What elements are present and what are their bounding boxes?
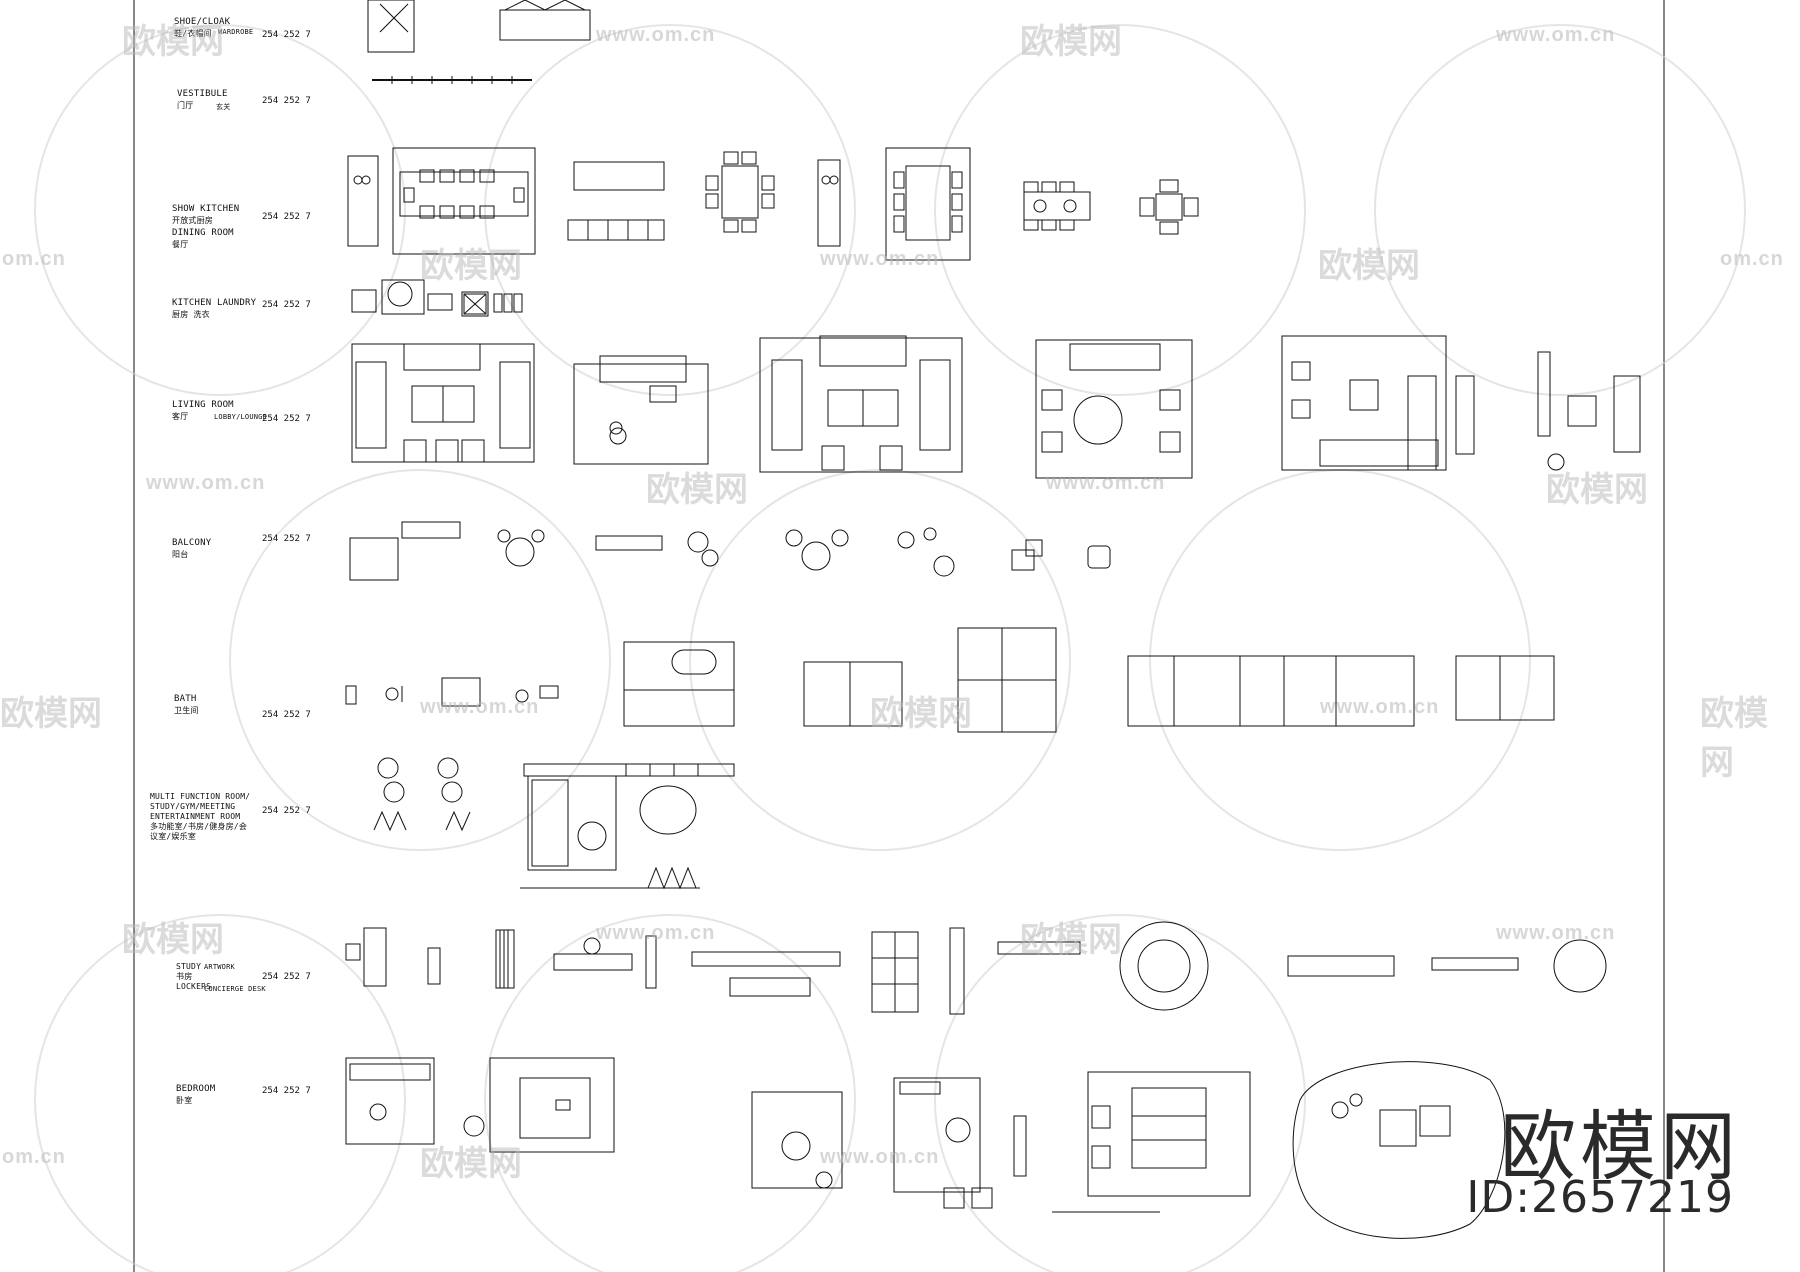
label-show-kitchen-en: SHOW KITCHEN	[172, 204, 240, 214]
code-vestibule: 254 252 7	[262, 96, 311, 106]
watermark-url: www.om.cn	[1496, 24, 1616, 46]
label-vestibule-zh: 门厅	[177, 101, 194, 110]
code-shoe-cloak: 254 252 7	[262, 30, 311, 40]
watermark-url: www.om.cn	[1320, 696, 1440, 718]
label-shoe-cloak-zh: 鞋/衣帽间	[174, 29, 212, 38]
watermark-url: www.om.cn	[596, 24, 716, 46]
label-bath: BATH 卫生间	[174, 694, 199, 716]
label-multi-function-zh: 多功能室/书房/健身房/会议室/娱乐室	[150, 822, 248, 841]
label-multi-function-line2: STUDY/GYM/MEETING	[150, 802, 236, 811]
label-kitchen-dining: SHOW KITCHEN 开放式厨房 DINING ROOM 餐厅	[172, 204, 239, 250]
code-multi-function: 254 252 7	[262, 806, 311, 816]
label-balcony: BALCONY 阳台	[172, 538, 211, 560]
watermark-brand: 欧模网	[122, 22, 224, 62]
label-balcony-en: BALCONY	[172, 538, 212, 548]
watermark-brand: 欧模网	[122, 920, 224, 960]
watermark-url: om.cn	[2, 1146, 66, 1168]
watermark-url: www.om.cn	[820, 1146, 940, 1168]
watermark-brand: 欧模网	[0, 694, 102, 734]
label-shoe-cloak-en: SHOE/CLOAK	[174, 17, 231, 27]
watermark-url: om.cn	[1720, 248, 1784, 270]
watermark-url: www.om.cn	[820, 248, 940, 270]
code-study: 254 252 7	[262, 972, 311, 982]
label-show-kitchen-zh: 开放式厨房	[172, 216, 213, 225]
label-kitchen-laundry-en: KITCHEN LAUNDRY	[172, 298, 257, 308]
watermark-brand: 欧模网	[1546, 470, 1648, 510]
label-dining-zh: 餐厅	[172, 240, 189, 249]
label-living-room-zh: 客厅	[172, 412, 189, 421]
kitchen-dining-block	[347, 147, 1199, 261]
watermark-url: www.om.cn	[1046, 472, 1166, 494]
study-block	[345, 921, 1607, 1015]
label-bedroom-en: BEDROOM	[176, 1084, 216, 1094]
label-vestibule-en: VESTIBULE	[177, 89, 228, 99]
watermark-brand: 欧模网	[646, 470, 748, 510]
shoe-cloak-block	[367, 0, 591, 53]
label-concierge-desk: CONCIERGE DESK	[204, 985, 266, 993]
watermark-url: om.cn	[2, 248, 66, 270]
label-lockers: LOCKERS	[176, 982, 212, 991]
watermark-brand: 欧模网	[420, 246, 522, 286]
watermark-brand: 欧模网	[1318, 246, 1420, 286]
watermark-brand: 欧模网	[1700, 694, 1768, 783]
label-kitchen-laundry: KITCHEN LAUNDRY 厨房 洗衣	[172, 298, 256, 320]
bath-block	[345, 627, 1555, 733]
label-vestibule-extra: 玄关	[216, 103, 231, 111]
label-dining-en: DINING ROOM	[172, 228, 234, 238]
watermark-brand: 欧模网	[870, 694, 972, 734]
kitchen-laundry-block	[351, 279, 523, 317]
label-artwork: ARTWORK	[204, 963, 235, 971]
code-balcony: 254 252 7	[262, 534, 311, 544]
code-kitchen-dining: 254 252 7	[262, 212, 311, 222]
watermark-url: www.om.cn	[1496, 922, 1616, 944]
watermark-url: www.om.cn	[146, 472, 266, 494]
balcony-block	[349, 521, 1111, 581]
watermark-url: www.om.cn	[420, 696, 540, 718]
multi-function-block	[373, 757, 735, 890]
watermark-brand: 欧模网	[1020, 920, 1122, 960]
watermark-url: www.om.cn	[596, 922, 716, 944]
label-shoe-cloak-extra: WARDROBE	[218, 28, 254, 36]
watermark-brand: 欧模网	[1020, 22, 1122, 62]
code-bedroom: 254 252 7	[262, 1086, 311, 1096]
label-lobby-lounge: LOBBY/LOUNGE	[214, 413, 267, 421]
vestibule-block	[372, 76, 532, 84]
code-bath: 254 252 7	[262, 710, 311, 720]
label-bath-en: BATH	[174, 694, 197, 704]
brand-logo: 欧模网	[1500, 1102, 1740, 1191]
watermark-circles	[34, 24, 1746, 1272]
label-bedroom: BEDROOM 卧室	[176, 1084, 215, 1106]
label-multi-function: MULTI FUNCTION ROOM/ STUDY/GYM/MEETING E…	[150, 792, 250, 842]
label-multi-function-line1: MULTI FUNCTION ROOM/	[150, 792, 251, 801]
label-multi-function-line3: ENTERTAINMENT ROOM	[150, 812, 241, 821]
model-id: ID:2657219	[1466, 1172, 1734, 1223]
label-study-en: STUDY	[176, 962, 202, 971]
label-vestibule: VESTIBULE 门厅	[177, 89, 228, 111]
label-living-room: LIVING ROOM 客厅	[172, 400, 234, 422]
watermark-brand: 欧模网	[420, 1144, 522, 1184]
label-study: STUDY 书房 LOCKERS	[176, 962, 211, 992]
label-living-room-en: LIVING ROOM	[172, 400, 234, 410]
code-living-room: 254 252 7	[262, 414, 311, 424]
living-room-block	[351, 335, 1641, 479]
label-balcony-zh: 阳台	[172, 550, 189, 559]
bedroom-block	[345, 1057, 1506, 1239]
label-study-zh: 书房	[176, 972, 193, 981]
label-kitchen-laundry-zh: 厨房 洗衣	[172, 310, 210, 319]
label-shoe-cloak: SHOE/CLOAK 鞋/衣帽间	[174, 17, 230, 39]
label-bath-zh: 卫生间	[174, 706, 199, 715]
label-bedroom-zh: 卧室	[176, 1096, 193, 1105]
code-kitchen-laundry: 254 252 7	[262, 300, 311, 310]
